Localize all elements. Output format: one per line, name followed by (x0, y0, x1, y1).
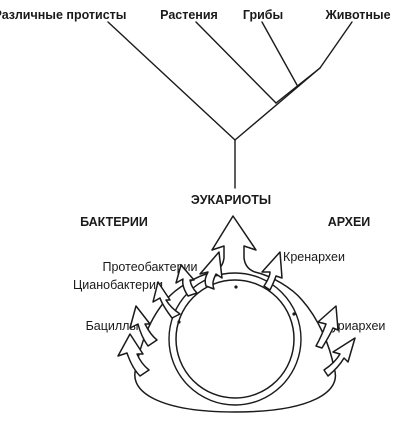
branch-label-cyanobacteria: Цианобактерии (73, 278, 163, 292)
arrow-euryarchaea-2 (323, 337, 356, 377)
leaf-label-protists: Различные протисты (0, 8, 126, 22)
branch-label-proteobacteria: Протеобактерии (103, 260, 198, 274)
group-label-archaea: АРХЕИ (328, 215, 371, 229)
branch-protists (107, 21, 236, 141)
branch-inner (275, 67, 321, 104)
branch-plants (195, 21, 277, 104)
arrow-cyanobacteria-2 (152, 281, 181, 319)
band-dot (177, 320, 181, 324)
arrow-bacilli-2 (117, 333, 150, 377)
leaf-label-fungi: Грибы (243, 8, 283, 22)
branch-animals (319, 21, 353, 69)
arrow-bacilli (129, 305, 158, 347)
group-label-bacteria: БАКТЕРИИ (80, 215, 148, 229)
band-dot (292, 312, 296, 316)
eukaryote-cladogram (107, 21, 353, 189)
branch-label-crenarchaea: Кренархеи (283, 250, 345, 264)
arrow-proteobacteria (199, 251, 223, 290)
band-dot (234, 285, 238, 289)
ring-inner-circle (175, 279, 295, 399)
branch-label-bacilli: Бациллы (86, 319, 139, 333)
leaf-label-plants: Растения (160, 8, 218, 22)
arrow-euryarchaea (315, 305, 339, 349)
arrow-crenarchaea (261, 251, 283, 291)
branch-fungi (261, 21, 298, 86)
leaf-label-animals: Животные (324, 8, 390, 22)
ring-inner-edge (168, 272, 302, 406)
group-label-eukaryotes: ЭУКАРИОТЫ (191, 193, 271, 207)
ring-of-life (134, 215, 337, 413)
arrow-cyanobacteria (175, 264, 198, 297)
